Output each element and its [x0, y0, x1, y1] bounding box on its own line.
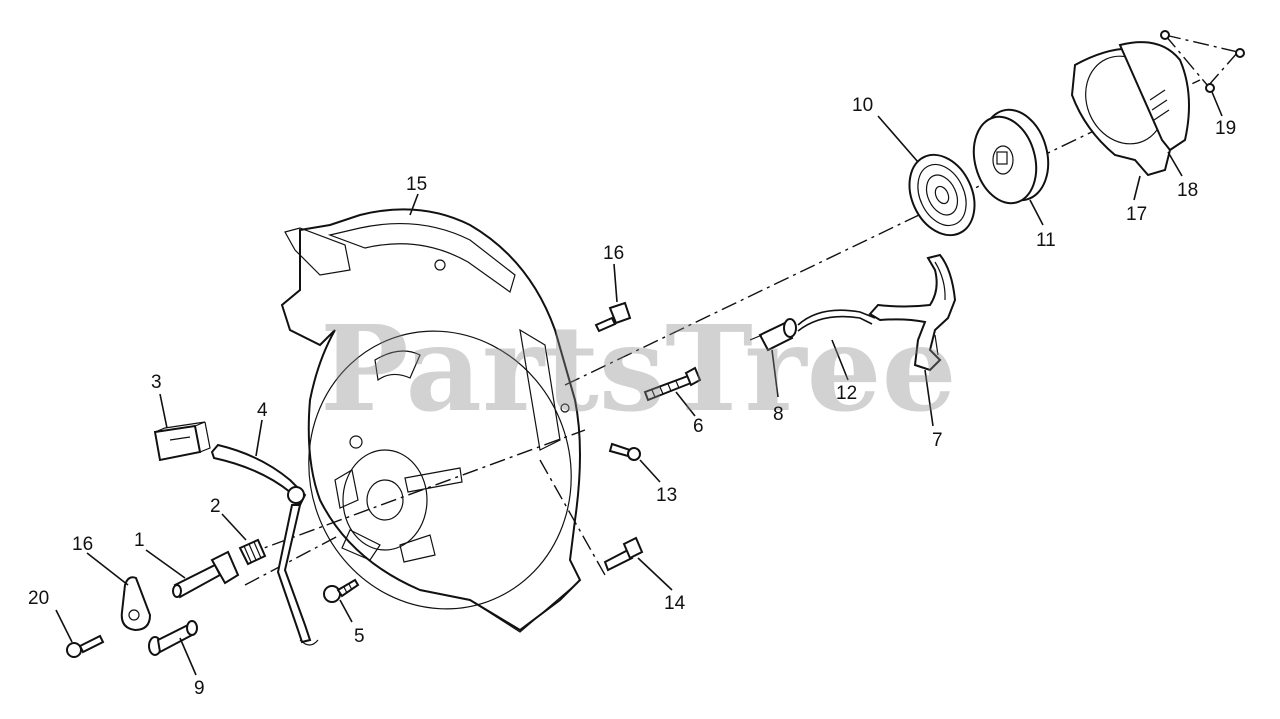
- callout-5: 5: [354, 626, 365, 647]
- callout-16-lower: 16: [72, 534, 93, 555]
- callout-17: 17: [1126, 204, 1147, 225]
- callout-3: 3: [151, 372, 162, 393]
- bolt-part-14: [603, 536, 644, 572]
- callout-2: 2: [210, 496, 221, 517]
- screw-part-5: [323, 578, 360, 603]
- callout-6: 6: [693, 416, 704, 437]
- screw-part-16-upper: [594, 301, 632, 333]
- recoil-spring-part-10: [908, 153, 976, 237]
- plate-part-18: [1118, 41, 1190, 152]
- lever-part-16-lower: [120, 576, 152, 632]
- callout-15: 15: [406, 174, 427, 195]
- callout-20: 20: [28, 588, 49, 609]
- callout-14: 14: [664, 593, 686, 614]
- blower-housing-part: [280, 208, 582, 633]
- callout-11: 11: [1036, 230, 1056, 251]
- callout-13: 13: [656, 485, 677, 506]
- callout-19: 19: [1215, 118, 1236, 139]
- rod-part-4: [210, 443, 319, 646]
- handle-part-7: [868, 253, 957, 372]
- block-part-3: [153, 421, 211, 462]
- screw-part-13: [608, 442, 641, 461]
- spring-part-2: [238, 538, 267, 566]
- callout-10: 10: [852, 95, 873, 116]
- callout-leaders: [55, 91, 1223, 676]
- screw-part-20: [66, 634, 105, 658]
- pin-part-9: [148, 620, 198, 656]
- callout-8: 8: [773, 404, 784, 425]
- grommet-part-8: [749, 318, 797, 352]
- shaft-part-1: [172, 550, 240, 599]
- callout-12: 12: [836, 383, 857, 404]
- bolt-part-6: [643, 366, 702, 402]
- callout-16-upper: 16: [603, 243, 624, 264]
- callout-18: 18: [1177, 180, 1198, 201]
- callout-1: 1: [134, 530, 145, 551]
- pulley-part-11: [972, 108, 1050, 205]
- callout-4: 4: [257, 400, 268, 421]
- watermark-text: PartsTree: [320, 299, 957, 438]
- callout-labels: 1 2 3 4 5 6 7 8 9 10 11 12 13 14 15 16 1…: [28, 95, 1236, 699]
- callout-7: 7: [932, 430, 943, 451]
- screws-part-19: [1160, 30, 1245, 93]
- callout-9: 9: [194, 678, 205, 699]
- rope-part-12: [797, 309, 876, 332]
